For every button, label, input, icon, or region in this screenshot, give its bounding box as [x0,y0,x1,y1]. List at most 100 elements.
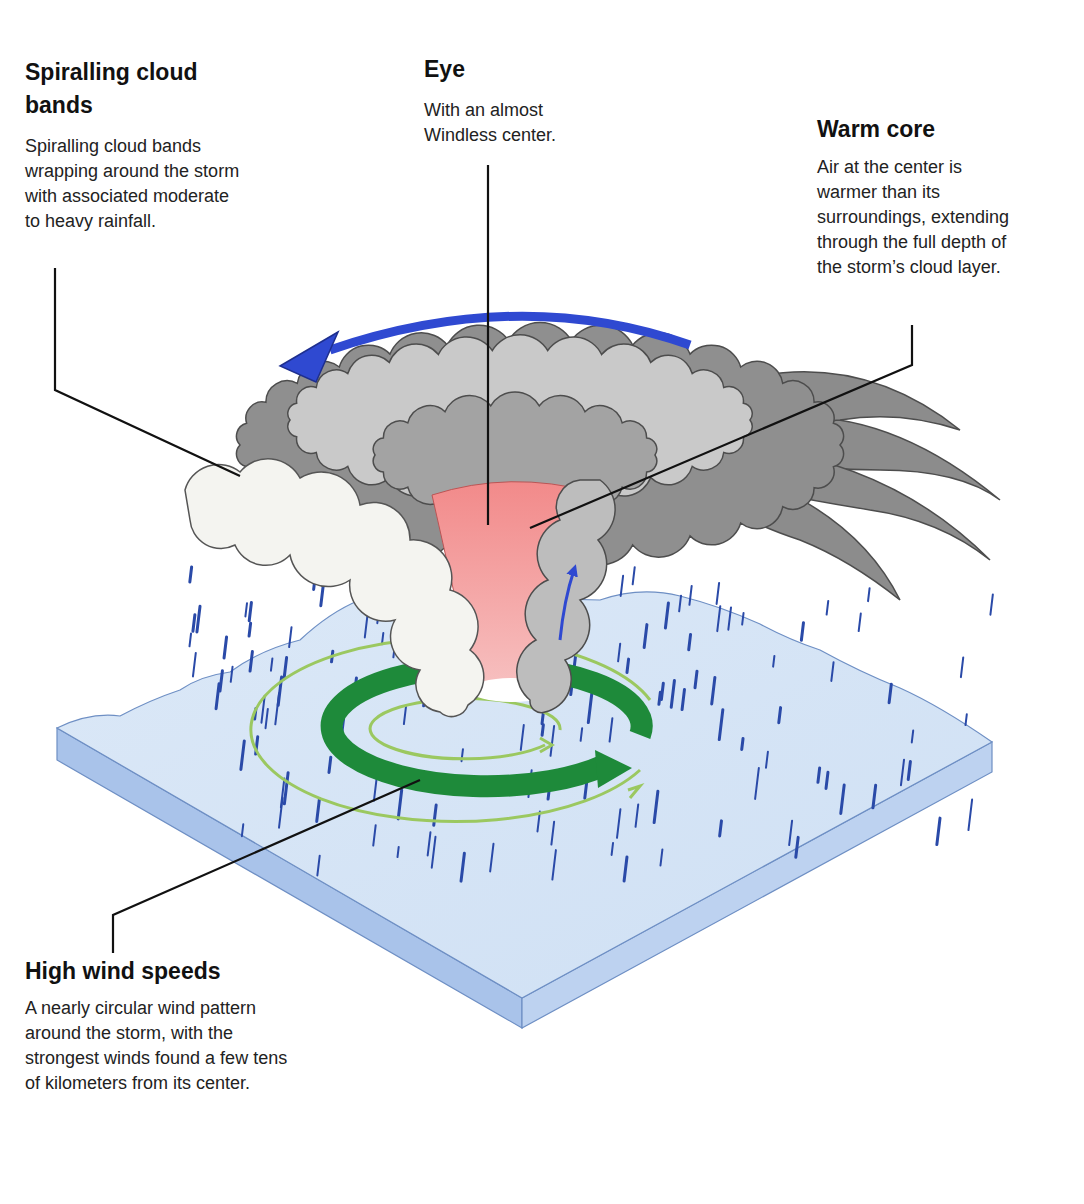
rain-drop [671,681,674,708]
rain-drop [329,757,331,772]
rain-drop [742,613,743,625]
callout-text: Air at the center is warmer than its sur… [817,155,1022,280]
rain-drop [612,843,613,855]
rain-drop [193,653,196,677]
rain-drop [868,588,870,601]
rain-drop [679,596,681,612]
rain-drop [610,718,613,741]
rain-drop [618,644,620,662]
rain-drop [873,785,876,808]
rain-drop [689,586,691,605]
rain-drop [490,844,493,872]
rain-drop [588,693,592,722]
rain-drop [552,850,556,879]
rain-drop [249,623,251,636]
rain-drop [990,594,992,614]
rain-drop [617,809,620,838]
rotation-arrow [330,316,690,350]
rain-drop [728,607,731,629]
rain-drop [193,615,195,631]
rain-drop [766,752,768,768]
rain-drop [961,657,963,677]
callout-text: Spiralling cloud bands wrapping around t… [25,134,240,234]
rain-drop [317,799,320,822]
rain-drop [266,709,268,728]
updraft-arrow [560,570,574,640]
rain-drop [742,738,743,749]
rain-drop [220,671,222,691]
rain-drop [551,822,554,845]
rain-drop [373,825,375,845]
rain-drop [689,634,691,649]
rain-drop [271,658,272,670]
rain-drop [841,785,844,813]
rain-drop [284,658,287,679]
rain-drop [216,684,219,709]
rain-drop [827,601,829,615]
rain-drop [542,725,543,735]
rain [190,561,993,881]
rain-drop [801,623,803,641]
rain-drop [901,760,904,785]
rain-drop [624,857,627,881]
rain-drop [542,712,543,724]
callout-heading: Spiralling cloud bands [25,56,225,122]
rain-drop [644,625,647,648]
rain-drop [789,821,792,845]
rain-drop [633,567,635,584]
rain-drop [242,824,243,836]
rain-drop [289,627,291,647]
rain-drop [826,772,828,788]
callout-text: With an almost Windless center. [424,98,604,148]
rain-drop [241,741,244,769]
callout-heading: Eye [424,53,604,86]
rain-drop [889,684,891,702]
rain-drop [659,692,660,704]
callout-text: A nearly circular wind pattern around th… [25,996,295,1096]
rain-drop [432,837,436,868]
rain-drop [224,637,227,658]
rain-drop [397,847,398,857]
rain-drop [682,689,684,709]
rain-drop [521,725,524,750]
rain-drop [912,731,913,743]
rain-drop [695,671,697,688]
rain-drop [428,832,431,855]
rain-drop [908,762,910,780]
rain-drop [965,714,966,725]
rain-drop [796,837,798,857]
rain-drop [317,856,319,876]
rain-drop [621,576,623,596]
rotation-arrowhead [280,332,338,382]
rain-drop [627,659,629,672]
rain-drop [231,667,233,682]
rain-drop [719,710,723,740]
rain-drop [636,804,639,826]
rain-drop [665,603,668,628]
rain-drop [245,603,247,616]
rain-drop [660,849,662,865]
rain-drop [190,634,192,647]
leader-lines [55,165,912,953]
rain-drop [404,707,406,724]
rain-drop [712,677,715,704]
rain-drop [818,768,820,782]
rain-drop [831,662,833,681]
rain-drop [284,773,288,804]
rain-drop [398,790,401,819]
rain-drop [250,652,252,672]
rain-drop [461,853,464,881]
rain-drop [661,683,663,699]
rain-drop [551,726,555,756]
eyewall-arm [517,480,615,713]
rain-drop [779,708,781,723]
rain-drop [374,777,377,801]
rain-drop [197,606,200,632]
rain-drop [717,606,720,631]
rain-drop [968,800,972,830]
rain-drop [249,602,251,620]
rain-drop [937,818,940,844]
cloud-mass [185,323,1000,717]
rain-drop [717,583,720,604]
